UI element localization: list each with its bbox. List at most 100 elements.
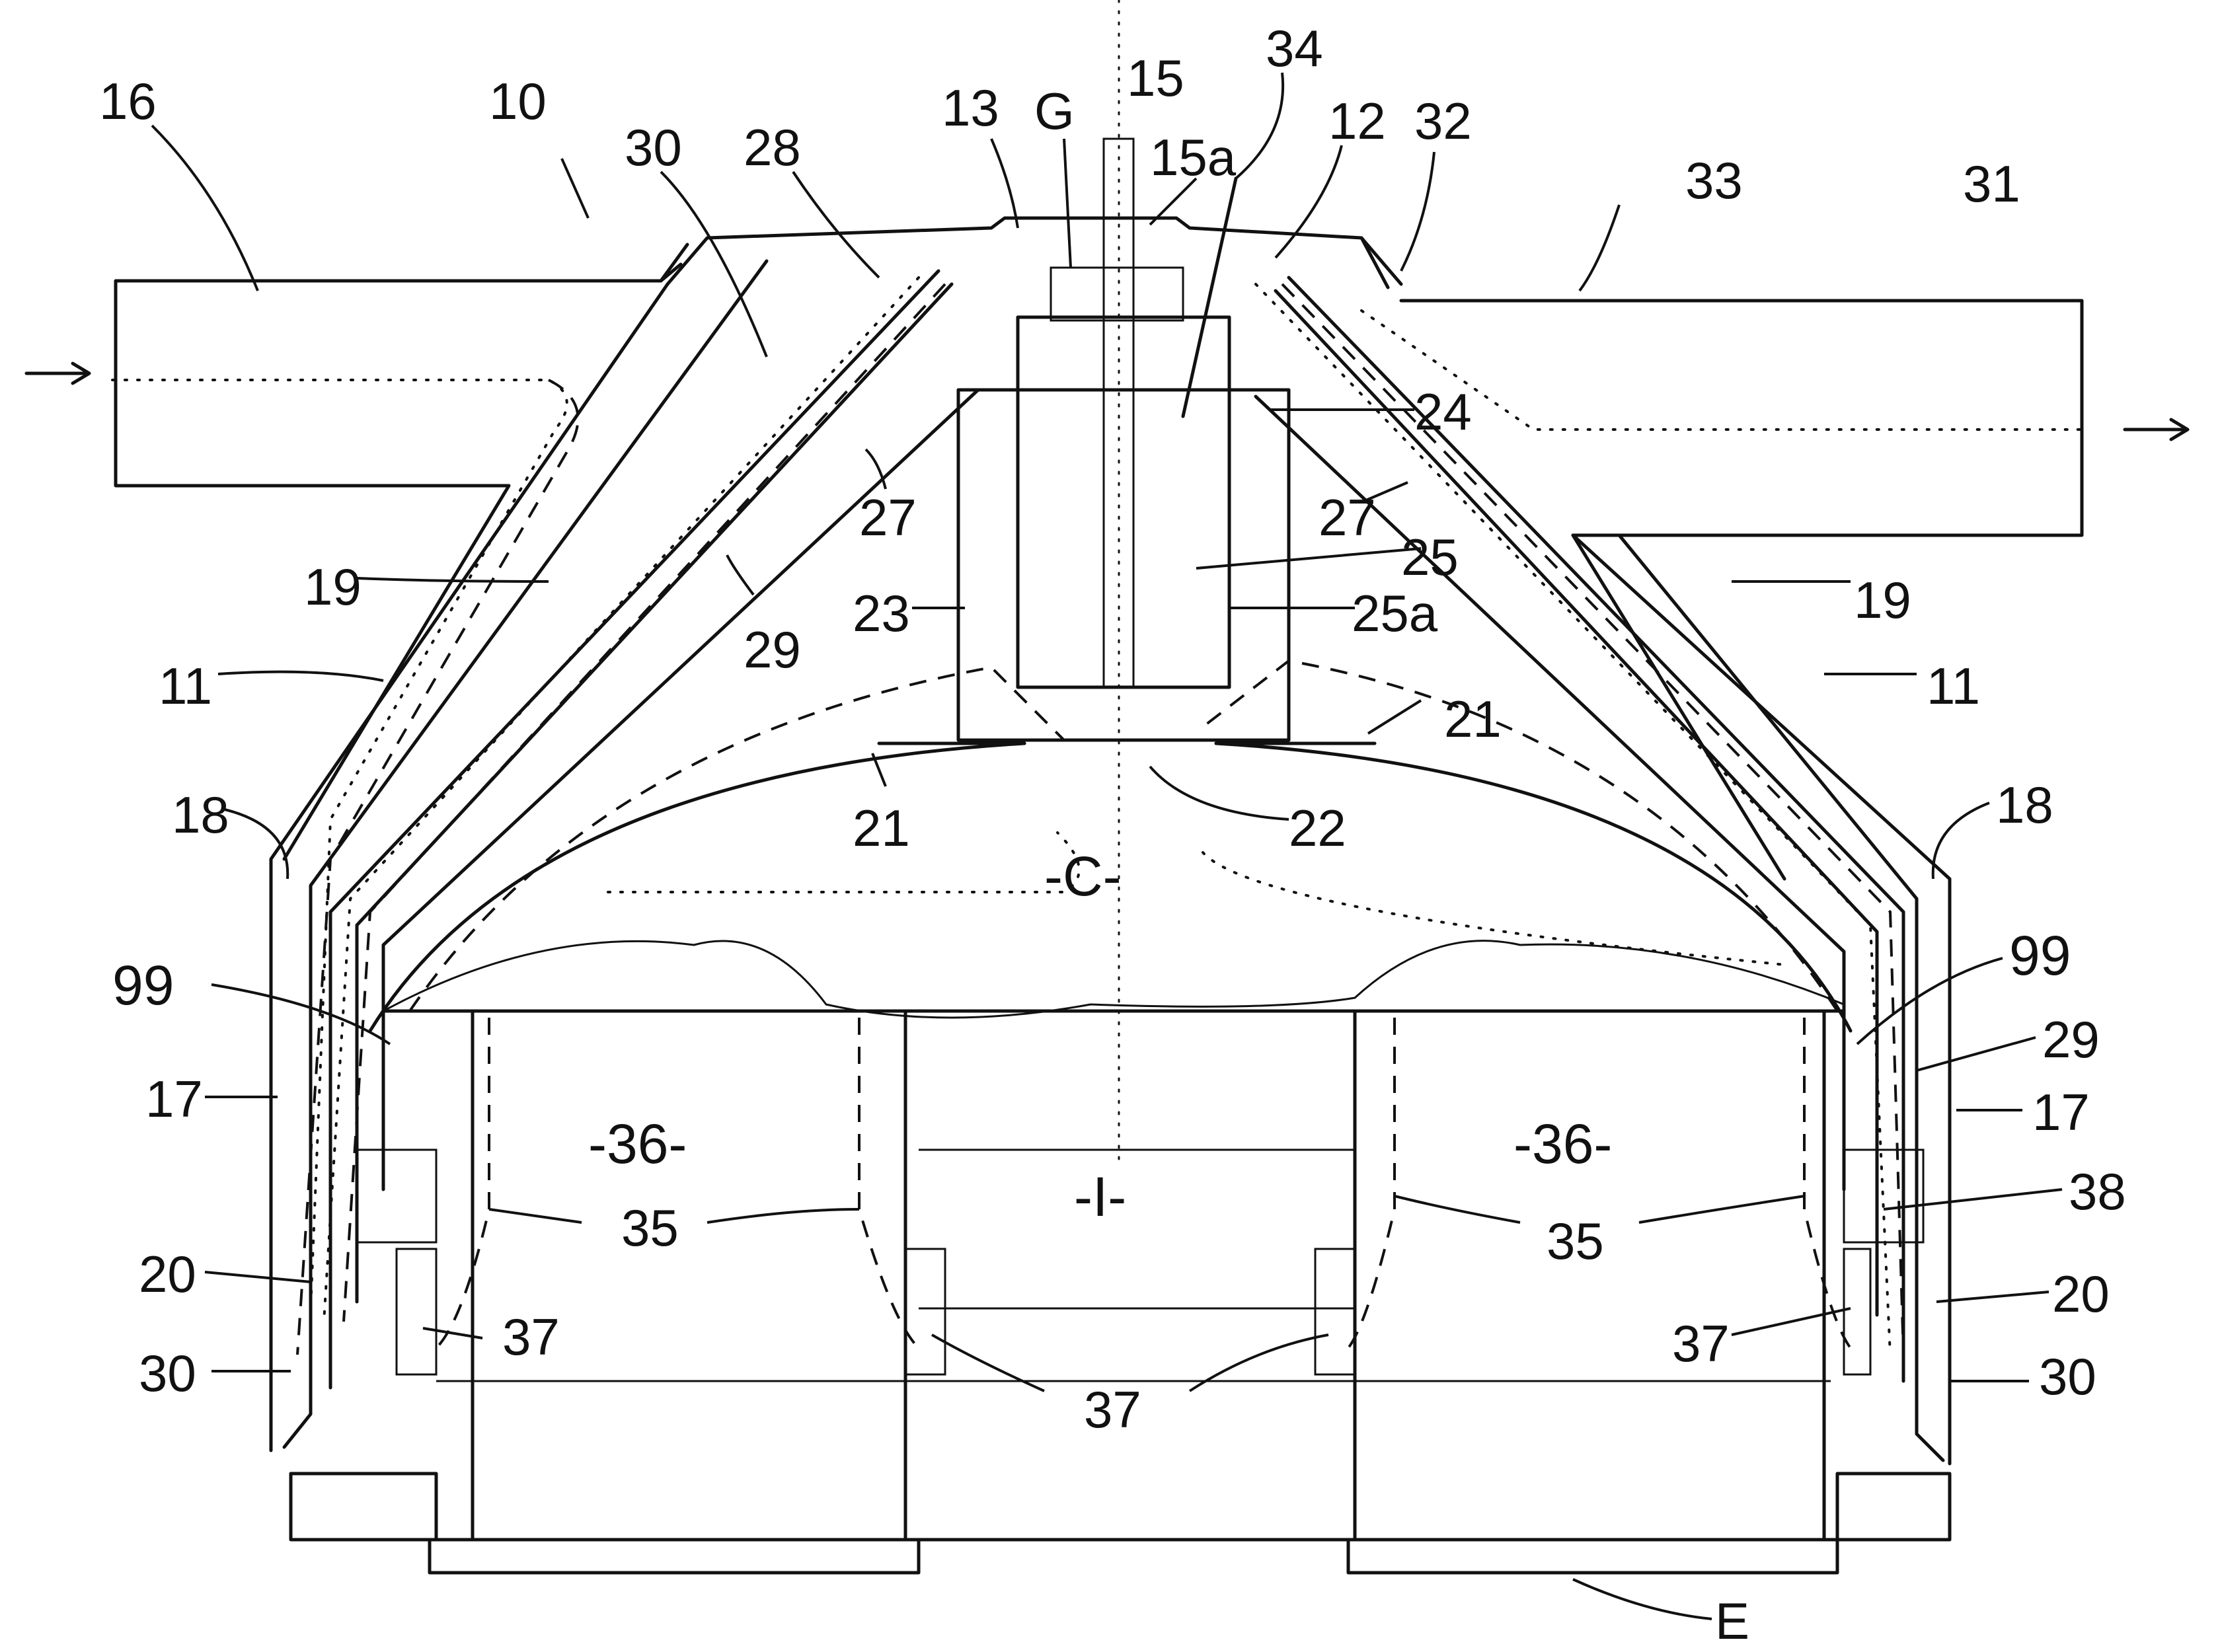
leader-37-right <box>1732 1308 1851 1335</box>
block-38-left <box>357 1150 436 1242</box>
label-99-right: 99 <box>2009 924 2071 987</box>
label-30-left: 30 <box>139 1344 196 1402</box>
inlet-arrow <box>26 363 89 383</box>
inlet-flow-dash <box>297 380 578 1355</box>
label-29-right: 29 <box>2042 1010 2100 1069</box>
leader-37-mid-b <box>1190 1335 1328 1391</box>
leader-35-right-a <box>1395 1196 1520 1222</box>
label-25: 25 <box>1401 528 1459 586</box>
leader-32 <box>1401 152 1434 271</box>
label-18-right: 18 <box>1996 776 2053 834</box>
leader-35-right-b <box>1639 1196 1804 1222</box>
leader-35-left-b <box>707 1209 859 1222</box>
label-32: 32 <box>1414 92 1472 150</box>
leader-18-right <box>1933 803 1989 879</box>
block-37-right <box>1844 1249 1870 1374</box>
label-36-left: -36- <box>588 1113 687 1175</box>
label-30-top: 30 <box>625 118 682 176</box>
label-E: E <box>1715 1592 1749 1650</box>
label-10: 10 <box>489 72 547 130</box>
leader-16 <box>152 126 258 291</box>
label-19-left: 19 <box>304 558 362 616</box>
label-12: 12 <box>1328 92 1386 150</box>
label-36-right: -36- <box>1513 1113 1612 1175</box>
leader-18-left <box>225 809 287 879</box>
block-37-left <box>397 1249 436 1374</box>
label-38: 38 <box>2069 1162 2126 1220</box>
label-25a: 25a <box>1352 584 1438 642</box>
base-center <box>430 1540 919 1573</box>
leader-29-right <box>1917 1037 2036 1070</box>
label-27-right: 27 <box>1319 488 1376 546</box>
leader-13 <box>991 139 1018 228</box>
leader-20-right <box>1936 1292 2049 1302</box>
label-33: 33 <box>1685 151 1743 209</box>
central-rod-15 <box>1104 139 1133 687</box>
label-31: 31 <box>1963 155 2020 213</box>
leader-20-left <box>205 1272 311 1282</box>
top-cover <box>668 218 1401 284</box>
label-34: 34 <box>1266 19 1323 77</box>
leader-35-left-a <box>489 1209 582 1222</box>
label-37-right: 37 <box>1672 1314 1730 1372</box>
label-21-left: 21 <box>853 799 910 857</box>
label-11-right: 11 <box>1927 657 1980 715</box>
gas-chamber-G <box>1051 268 1183 320</box>
label-20-left: 20 <box>139 1245 196 1303</box>
outlet-arrow <box>2125 420 2188 439</box>
label-I: -I- <box>1074 1166 1126 1228</box>
label-15: 15 <box>1127 49 1184 107</box>
block-37-midright <box>1315 1249 1355 1374</box>
leader-30-top <box>661 172 767 357</box>
label-35-right: 35 <box>1547 1212 1604 1270</box>
base-left <box>291 1474 436 1540</box>
label-16: 16 <box>99 72 157 130</box>
label-15a: 15a <box>1150 128 1237 186</box>
channel-flow-right <box>1282 284 1903 1355</box>
label-11-left: 11 <box>159 657 212 715</box>
leader-10 <box>562 159 588 218</box>
block-37-midleft <box>905 1249 945 1374</box>
leader-E <box>1573 1579 1712 1619</box>
leader-27-left <box>866 449 886 489</box>
leader-28 <box>793 172 879 278</box>
label-21-right: 21 <box>1444 690 1502 748</box>
membrane-35-left <box>436 1018 489 1348</box>
label-18-left: 18 <box>172 786 229 844</box>
label-30-right: 30 <box>2039 1347 2096 1406</box>
label-20-right: 20 <box>2052 1265 2110 1323</box>
inlet-pipe <box>116 264 681 859</box>
leader-37-mid-a <box>932 1335 1044 1391</box>
leader-29-left <box>727 555 753 595</box>
leader-99-right <box>1857 958 2003 1044</box>
label-37-left: 37 <box>502 1308 560 1366</box>
label-17-right: 17 <box>2032 1083 2090 1141</box>
leader-33 <box>1580 205 1619 291</box>
label-35-left: 35 <box>621 1199 679 1257</box>
chamber-flow <box>608 833 1079 892</box>
channel-flow-right-dot <box>1256 284 1890 1355</box>
label-22: 22 <box>1289 799 1346 857</box>
label-23: 23 <box>853 584 910 642</box>
label-28: 28 <box>744 118 801 176</box>
leader-12 <box>1276 145 1342 258</box>
membrane-35-midleft <box>859 1018 919 1348</box>
label-37-mid: 37 <box>1084 1380 1141 1439</box>
label-13: 13 <box>942 79 999 137</box>
label-G: G <box>1034 82 1075 140</box>
leader-34 <box>1236 73 1283 178</box>
label-27-left: 27 <box>859 488 917 546</box>
label-17-left: 17 <box>145 1070 203 1128</box>
label-C: -C- <box>1044 845 1122 907</box>
label-19-right: 19 <box>1854 571 1911 629</box>
leader-38 <box>1884 1189 2062 1209</box>
leader-22 <box>1150 767 1289 819</box>
central-insert-25 <box>1018 317 1229 687</box>
block-38-right <box>1844 1150 1923 1242</box>
leader-G <box>1064 139 1071 268</box>
membrane-top <box>383 941 1844 1018</box>
label-29-left: 29 <box>744 620 801 679</box>
base-right-plate <box>1348 1540 1837 1573</box>
leader-21-right <box>1368 700 1421 733</box>
label-24: 24 <box>1414 383 1472 441</box>
